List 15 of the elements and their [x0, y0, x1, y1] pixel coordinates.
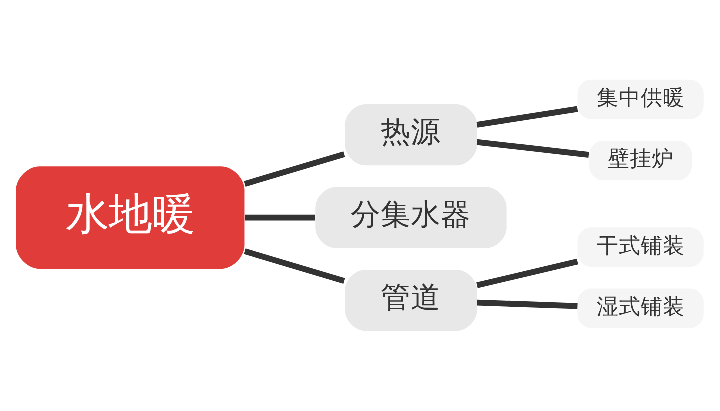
node-box: 壁挂炉 [590, 140, 692, 180]
connector [476, 139, 590, 158]
node-box: 管道 [345, 270, 478, 332]
node-box: 集中供暖 [578, 80, 704, 120]
node-box: 湿式铺装 [578, 288, 704, 328]
node-box: 干式铺装 [578, 228, 704, 268]
connector [476, 258, 578, 288]
node-box: 分集水器 [316, 187, 507, 248]
connector [244, 248, 346, 284]
connector [244, 152, 346, 187]
node-box: 热源 [345, 104, 478, 166]
connector [245, 214, 316, 221]
node-box: 水地暖 [16, 166, 245, 270]
connector [477, 300, 578, 310]
connector [476, 106, 578, 128]
